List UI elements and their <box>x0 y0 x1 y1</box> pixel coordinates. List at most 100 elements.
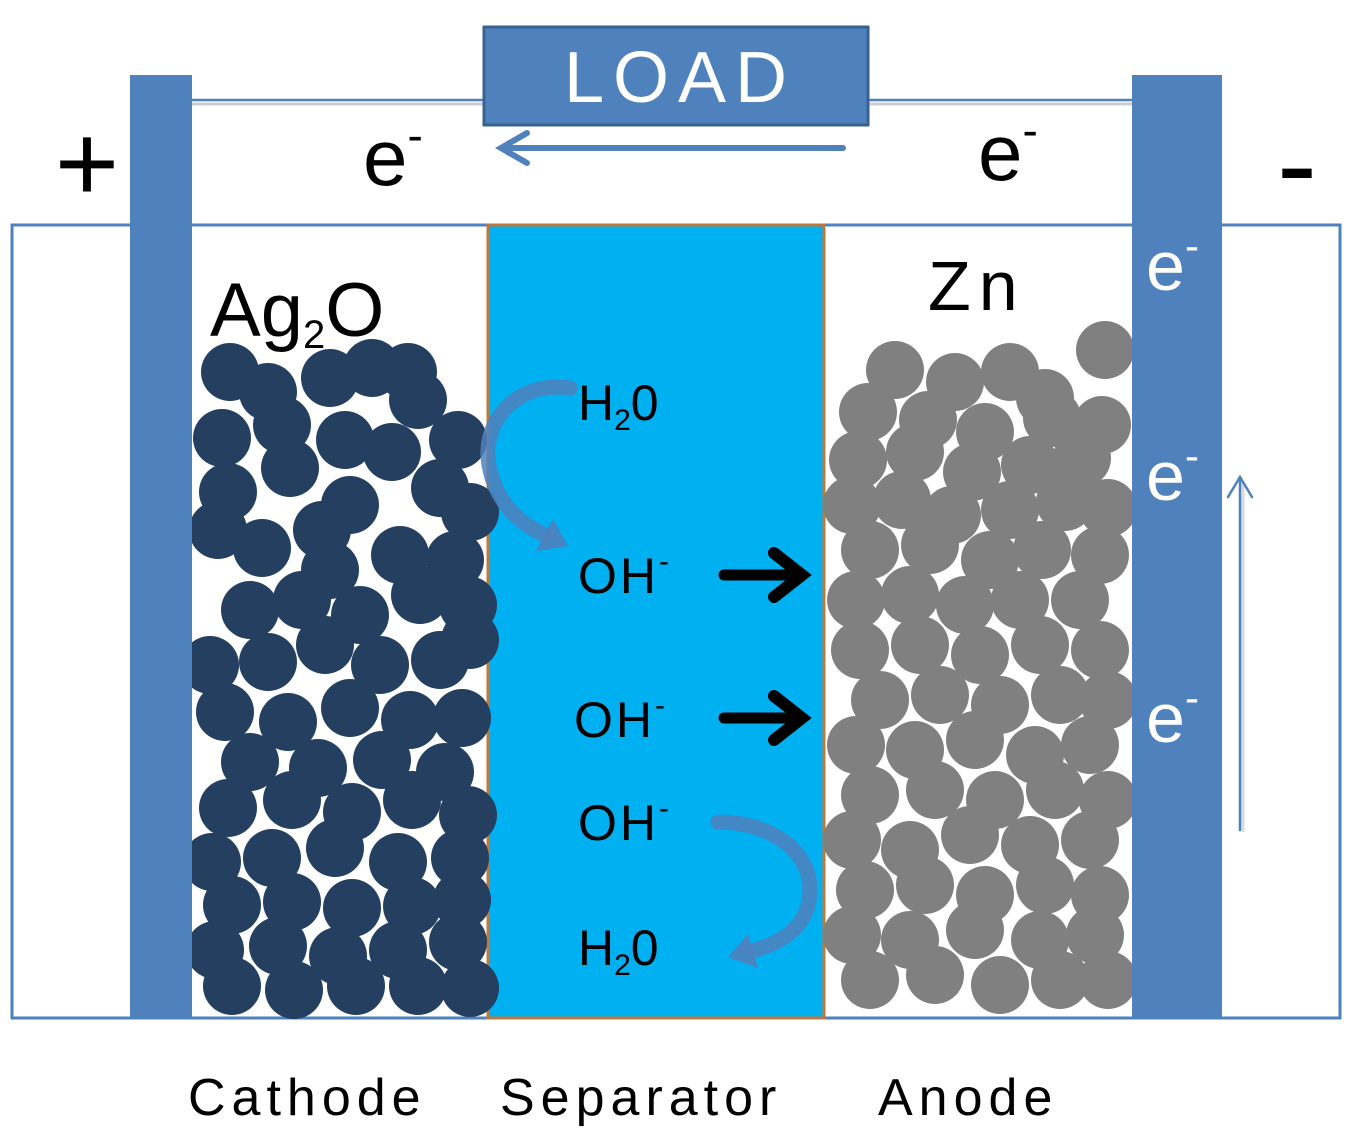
electron-charge: - <box>1185 674 1199 721</box>
anode-particles <box>823 321 1137 1014</box>
cathode-particle <box>233 519 291 577</box>
cathode-particle <box>296 616 354 674</box>
anode-particle <box>1031 951 1089 1009</box>
cathode-particle <box>433 689 491 747</box>
cathode-particle <box>203 957 261 1015</box>
electron-flow-arrow-up <box>1226 474 1254 832</box>
cathode-particle <box>243 829 301 887</box>
cathode-particle <box>259 693 317 751</box>
anode-particle <box>823 906 881 964</box>
cathode-particle <box>203 876 261 934</box>
ion-migration-arrow-1 <box>718 547 812 603</box>
cathode-particle <box>439 786 497 844</box>
cathode-particle <box>441 611 499 669</box>
cathode-particle <box>363 423 421 481</box>
hydroxide-base: OH <box>578 795 659 851</box>
cathode-particles <box>181 339 499 1019</box>
electron-label-anode-side: e- <box>978 104 1038 197</box>
cathode-particle <box>273 571 331 629</box>
cathode-particle <box>383 877 441 935</box>
electron-symbol: e <box>1146 679 1185 757</box>
electron-charge: - <box>1023 104 1038 156</box>
anode-particle <box>906 761 964 819</box>
water-to-hydroxide-curved-arrow <box>480 379 578 551</box>
water-tail: 0 <box>631 375 659 431</box>
anode-particle <box>1016 856 1074 914</box>
anode-particle <box>961 531 1019 589</box>
hydroxide-label-1: OH- <box>578 545 672 604</box>
cathode-particle <box>433 871 491 929</box>
cathode-particle <box>239 633 297 691</box>
cathode-particle <box>253 396 311 454</box>
cathode-current-collector <box>130 75 192 1018</box>
cathode-particle <box>261 439 319 497</box>
cathode-particle <box>316 411 374 469</box>
anode-particle <box>1061 716 1119 774</box>
cathode-particle <box>193 409 251 467</box>
water-label-top: H20 <box>578 375 659 437</box>
anode-particle <box>1079 671 1137 729</box>
cathode-particle <box>321 679 379 737</box>
anode-particle <box>1071 526 1129 584</box>
anode-particle <box>827 571 885 629</box>
water-tail: 0 <box>631 920 659 976</box>
electron-symbol: e <box>978 108 1023 197</box>
anode-particle <box>891 616 949 674</box>
separator-label: Separator <box>500 1069 782 1127</box>
cathode-particle <box>389 371 447 429</box>
collector-electron-label-2: e- <box>1146 432 1199 515</box>
anode-particle <box>1053 429 1111 487</box>
hydroxide-base: OH <box>574 692 655 748</box>
anode-particle <box>1026 761 1084 819</box>
anode-particle <box>839 383 897 441</box>
cathode-particle <box>391 566 449 624</box>
anode-particle <box>886 423 944 481</box>
cathode-material-subscript: 2 <box>303 313 325 357</box>
electron-symbol: e <box>363 113 408 202</box>
anode-particle <box>823 811 881 869</box>
cathode-particle <box>353 731 411 789</box>
anode-particle <box>1071 621 1129 679</box>
cathode-particle <box>441 959 499 1017</box>
anode-particle <box>829 431 887 489</box>
hydroxide-base: OH <box>578 548 659 604</box>
anode-particle <box>841 521 899 579</box>
anode-particle <box>1066 906 1124 964</box>
hydroxide-label-2: OH- <box>574 689 668 748</box>
anode-particle <box>951 626 1009 684</box>
cathode-particle <box>429 411 487 469</box>
anode-label: Anode <box>878 1069 1058 1127</box>
anode-particle <box>1079 951 1137 1009</box>
electron-charge: - <box>1185 432 1199 479</box>
water-base: H <box>578 920 614 976</box>
anode-particle <box>981 481 1039 539</box>
cathode-particle <box>351 636 409 694</box>
load-box <box>482 25 870 127</box>
cathode-particle <box>183 833 241 891</box>
anode-particle <box>841 951 899 1009</box>
cathode-particle <box>265 961 323 1019</box>
anode-particle <box>1023 389 1081 447</box>
anode-particle <box>881 566 939 624</box>
cathode-particle <box>181 636 239 694</box>
cathode-particle <box>441 483 499 541</box>
anode-particle <box>823 476 881 534</box>
anode-particle <box>911 666 969 724</box>
anode-particle <box>1031 666 1089 724</box>
anode-particle <box>866 341 924 399</box>
hydroxide-to-water-curved-arrow <box>710 814 818 968</box>
water-subscript: 2 <box>614 949 631 982</box>
anode-particle <box>936 576 994 634</box>
cathode-particle <box>196 683 254 741</box>
cathode-particle <box>323 879 381 937</box>
anode-particle <box>896 856 954 914</box>
cathode-particle <box>306 819 364 877</box>
anode-particle <box>1051 571 1109 629</box>
anode-particle <box>946 711 1004 769</box>
cathode-particle <box>369 833 427 891</box>
positive-terminal: + <box>55 102 119 225</box>
cathode-particle <box>263 873 321 931</box>
anode-particle <box>851 671 909 729</box>
anode-particle <box>941 806 999 864</box>
separator-region <box>486 223 826 1020</box>
